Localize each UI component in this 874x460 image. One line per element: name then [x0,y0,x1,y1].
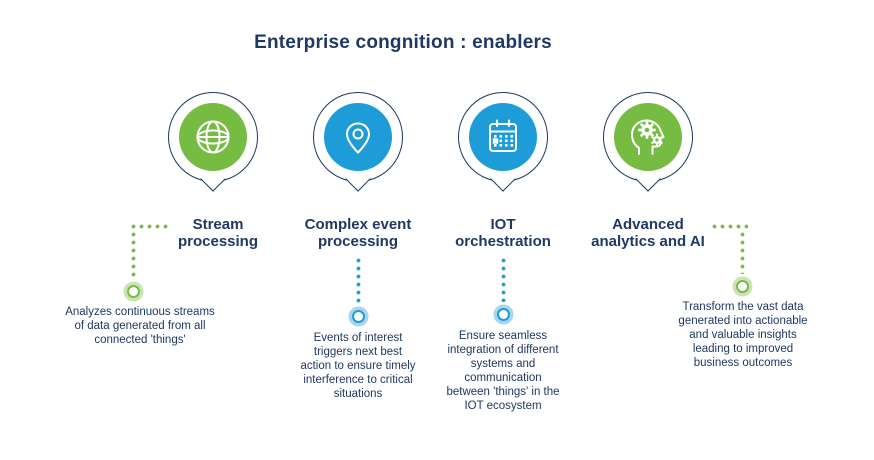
page-title: Enterprise congnition : enablers [254,32,552,53]
connector-dots-horizontal [712,224,748,229]
complex-event-label: Complex event processing [304,216,412,250]
complex-event-description: Events of interest triggers next best ac… [300,332,416,400]
iot-orchestration-icon-circle [469,103,537,171]
location-pin-icon [346,122,370,154]
advanced-analytics-label: Advanced analytics and AI [591,216,705,250]
connector-dots-vertical [501,258,506,302]
ring-icon [352,310,365,323]
advanced-analytics-description: Transform the vast data generated into a… [678,301,808,369]
stream-processing-icon-circle [179,103,247,171]
advanced-analytics-icon-circle [614,103,682,171]
connector-dots-horizontal [131,224,171,229]
ring-icon [497,308,510,321]
globe-icon [196,120,230,154]
iot-orchestration-description: Ensure seamless integration of different… [446,330,560,412]
connector-dots-vertical [356,258,361,304]
head-gears-icon [631,119,665,155]
calendar-icon [489,119,517,152]
iot-orchestration-label: IOT orchestration [455,216,551,250]
ring-icon [127,285,140,298]
stream-processing-description: Analyzes continuous streams of data gene… [65,306,215,346]
stream-processing-label: Stream processing [177,216,259,250]
connector-dots-vertical [740,232,745,274]
connector-dots-vertical [131,232,136,280]
complex-event-icon-circle [324,103,392,171]
ring-icon [736,280,749,293]
